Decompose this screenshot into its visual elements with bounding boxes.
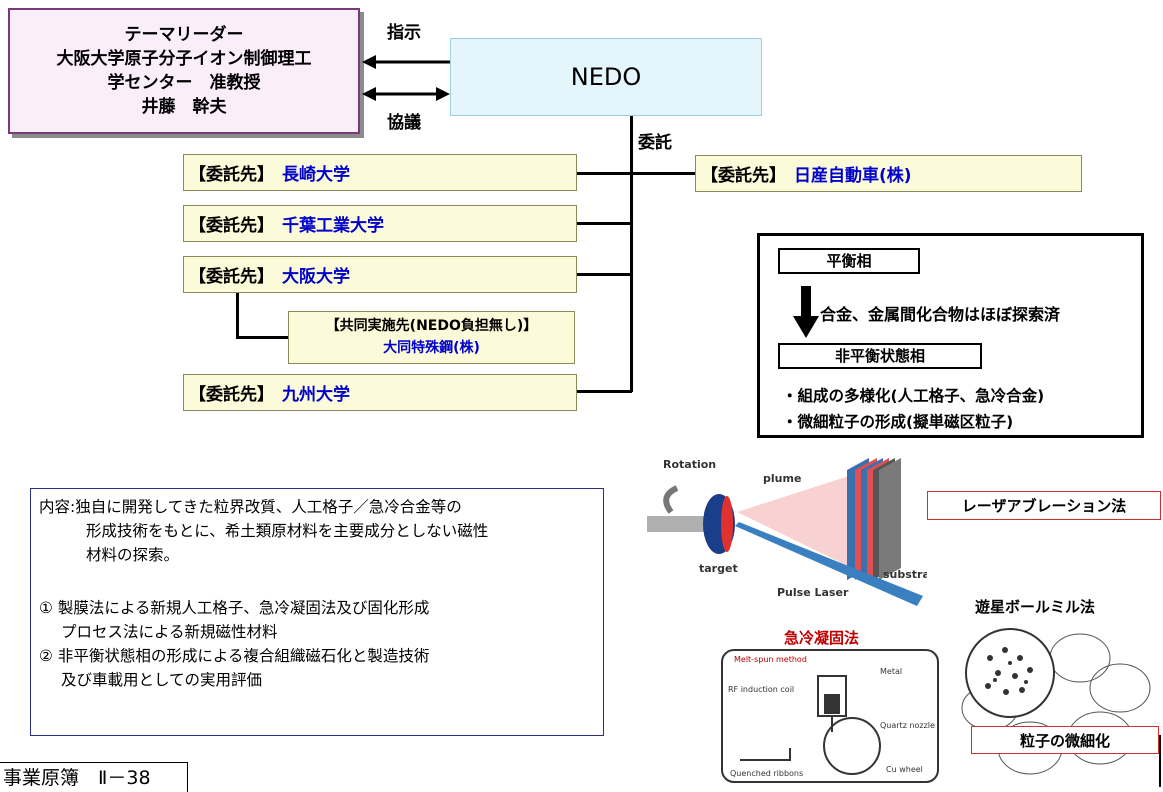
substrate-stack <box>847 458 901 580</box>
rapid-quench-label: 急冷凝固法 <box>784 629 860 647</box>
laser-ablation-illustration: Rotation plume target substrate Pulse La… <box>647 450 927 610</box>
quenched-ribbons-label: Quenched ribbons <box>730 769 803 778</box>
content-item-1a: ① 製膜法による新規人工格子、急冷凝固法及び固化形成 <box>39 599 430 617</box>
rf-coil-label: RF induction coil <box>728 685 794 694</box>
content-line-2: 形成技術をもとに、希土類原材料を主要成分としない磁性 <box>86 522 489 540</box>
contractor-name: 日産自動車(株) <box>794 166 912 186</box>
substrate-label: substrate <box>883 568 927 581</box>
contractor-chiba: 【委託先】千葉工業大学 <box>183 205 577 242</box>
cu-wheel <box>823 717 881 775</box>
contractor-prefix: 【委託先】 <box>701 166 786 186</box>
down-arrow-icon <box>793 286 819 338</box>
contractor-prefix: 【委託先】 <box>189 385 274 405</box>
pulse-laser-beam <box>735 522 923 606</box>
contractor-osaka: 【委託先】大阪大学 <box>183 256 577 293</box>
branch-kyushu <box>577 390 632 393</box>
ball-mill-diagram <box>961 628 1151 775</box>
nedo-box: NEDO <box>450 38 762 116</box>
leader-affiliation-2: 学センター 准教授 <box>107 73 261 93</box>
metal-label: Metal <box>880 667 902 676</box>
trunk-line <box>630 116 633 392</box>
melt-spin-diagram: Melt-spun method Metal RF induction coil… <box>721 649 939 783</box>
phase-bullet-1: ・組成の多様化(人工格子、急冷合金) <box>782 387 1045 405</box>
mill-pot <box>965 628 1055 718</box>
laser-ablation-method-label: レーザアブレーション法 <box>927 491 1161 520</box>
quartz-nozzle-label: Quartz nozzle <box>880 721 935 730</box>
content-line-1: 内容:独自に開発してきた粒界改質、人工格子／急冷合金等の <box>39 495 595 519</box>
theme-leader-box: テーマリーダー 大阪大学原子分子イオン制御理工 学センター 准教授 井藤 幹夫 <box>8 8 360 134</box>
instruct-label: 指示 <box>387 23 421 43</box>
content-item-2a: ② 非平衡状態相の形成による複合組織磁石化と製造技術 <box>39 647 430 665</box>
commission-label: 委託 <box>638 133 672 153</box>
branch-osaka <box>577 273 632 276</box>
instruct-consult-arrows <box>362 55 450 101</box>
content-item-1b: プロセス法による新規磁性材料 <box>61 623 278 641</box>
contractor-nissan: 【委託先】日産自動車(株) <box>695 155 1082 192</box>
joint-horizontal-line <box>236 336 288 339</box>
content-lead: 内容: <box>39 498 76 516</box>
joint-implementer-box: 【共同実施先(NEDO負担無し)】 大同特殊鋼(株) <box>288 311 575 364</box>
contractor-prefix: 【委託先】 <box>189 165 274 185</box>
plume-label: plume <box>763 472 801 485</box>
contractor-prefix: 【委託先】 <box>189 216 274 236</box>
page-reference: 事業原簿 Ⅱ－38 <box>0 762 188 792</box>
plume-shape <box>737 475 852 568</box>
leader-title: テーマリーダー <box>124 25 244 45</box>
content-box: 内容:独自に開発してきた粒界改質、人工格子／急冷合金等の 形成技術をもとに、希土… <box>30 488 604 736</box>
explored-text: 合金、金属間化合物はほぼ探索済 <box>820 305 1061 324</box>
contractor-name: 九州大学 <box>282 385 350 405</box>
branch-nagasaki-nissan <box>577 172 695 175</box>
consult-arrow <box>362 87 450 101</box>
content-item-2b: 及び車載用としての実用評価 <box>61 671 263 689</box>
melt-spun-label: Melt-spun method <box>734 655 807 664</box>
contractor-name: 大阪大学 <box>282 267 350 287</box>
content-line-3: 材料の探索。 <box>86 546 180 564</box>
cu-wheel-label: Cu wheel <box>886 765 923 774</box>
nedo-label: NEDO <box>570 63 642 91</box>
leader-name: 井藤 幹夫 <box>141 97 227 117</box>
consult-label: 協議 <box>387 113 421 133</box>
rotation-shaft <box>647 516 709 532</box>
joint-implementer-name: 大同特殊鋼(株) <box>383 340 480 356</box>
joint-implementer-label: 【共同実施先(NEDO負担無し)】 <box>325 318 538 334</box>
contractor-kyushu: 【委託先】九州大学 <box>183 374 577 411</box>
contractor-prefix: 【委託先】 <box>189 267 274 287</box>
instruct-arrow <box>362 55 450 69</box>
target-label: target <box>699 562 738 575</box>
contractor-name: 千葉工業大学 <box>282 216 384 236</box>
right-edge-line <box>1159 735 1161 787</box>
pulse-laser-label: Pulse Laser <box>777 586 849 599</box>
joint-vertical-line <box>236 292 239 338</box>
leader-affiliation-1: 大阪大学原子分子イオン制御理工 <box>56 49 312 69</box>
non-equilibrium-phase-tag: 非平衡状態相 <box>778 343 982 369</box>
contractor-name: 長崎大学 <box>282 165 350 185</box>
content-text-1: 独自に開発してきた粒界改質、人工格子／急冷合金等の <box>75 498 462 516</box>
contractor-nagasaki: 【委託先】長崎大学 <box>183 154 577 191</box>
ball-mill-label: 遊星ボールミル法 <box>975 598 1096 616</box>
particle-refinement-label: 粒子の微細化 <box>971 726 1159 754</box>
phase-box: 平衡相 合金、金属間化合物はほぼ探索済 非平衡状態相 ・組成の多様化(人工格子、… <box>757 233 1144 438</box>
branch-chiba <box>577 222 632 225</box>
rotation-arrow-icon <box>663 485 679 514</box>
phase-bullet-2: ・微細粒子の形成(擬単磁区粒子) <box>782 413 1014 431</box>
equilibrium-phase-tag: 平衡相 <box>778 248 920 274</box>
rotation-label: Rotation <box>663 458 716 471</box>
